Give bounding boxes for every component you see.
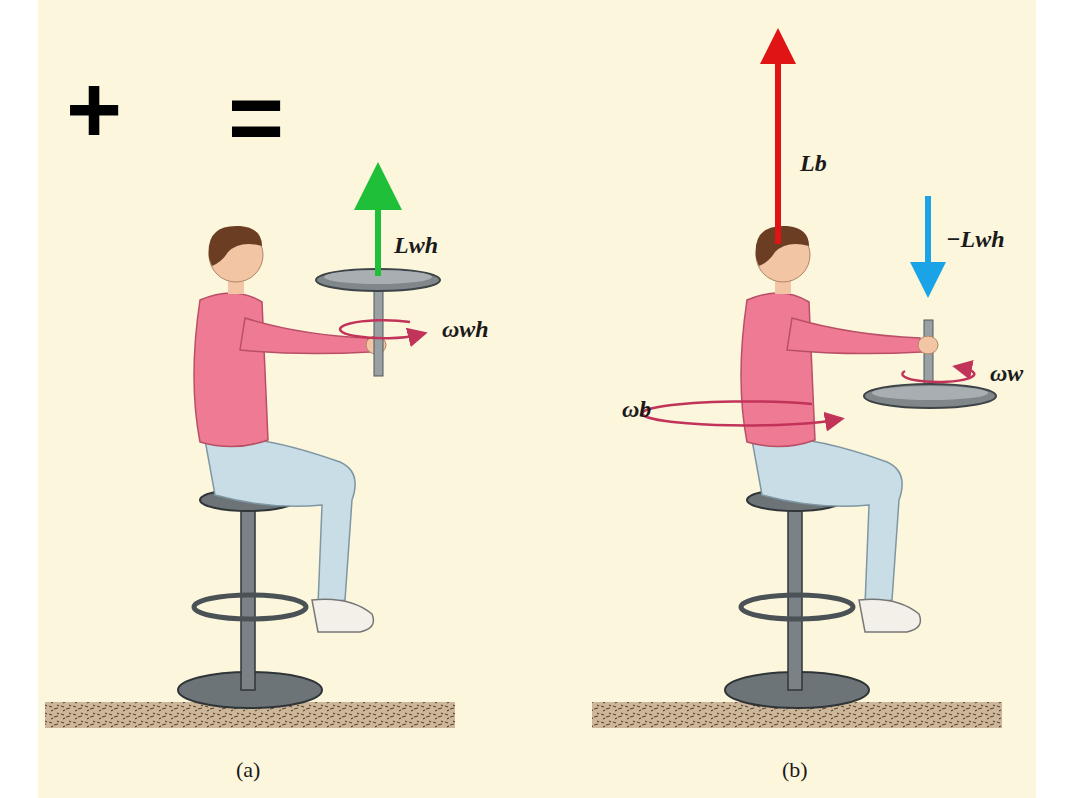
- panel-label: (b): [782, 758, 808, 782]
- panel-label: (a): [236, 758, 260, 782]
- figure-a: [178, 186, 440, 708]
- angular-velocity-label: ωb: [622, 396, 651, 422]
- equals-sign: =: [228, 70, 284, 166]
- vector-label: Lwh: [394, 232, 438, 258]
- figure-b: [642, 46, 996, 708]
- angular-velocity-label: ωwh: [442, 316, 489, 342]
- angular-velocity-label: ωw: [990, 360, 1023, 386]
- vector-label: −Lwh: [946, 226, 1005, 252]
- vector-label: Lb: [800, 150, 827, 176]
- plus-sign: +: [66, 62, 122, 158]
- panel-ground: [38, 0, 1036, 798]
